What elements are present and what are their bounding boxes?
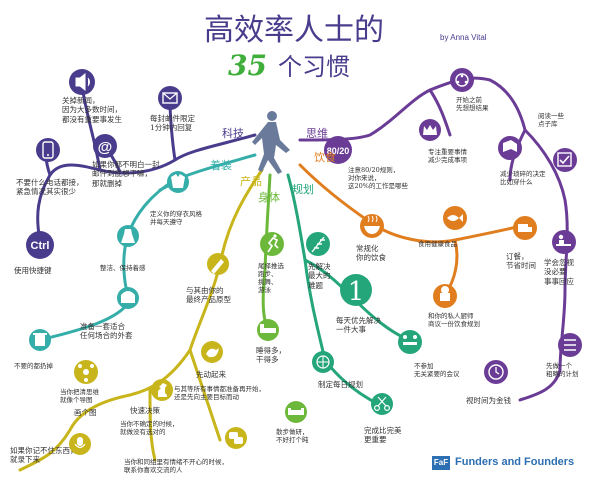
leaf-chef: 和你的私人厨师商议一份饮食规划 <box>428 312 480 329</box>
leaf-music-start: 开始之前先想想结果 <box>456 96 489 113</box>
pencil-icon <box>207 253 229 275</box>
dress-icon <box>117 225 139 247</box>
leaf-email-unclear: 如果你都不明白一封邮件到底想干嘛，那就删掉 <box>92 160 160 188</box>
branch-line-product-b <box>188 348 222 442</box>
ctrl-key-icon: Ctrl <box>26 231 54 259</box>
eighty-twenty-icon: 80/20 <box>324 136 352 164</box>
leaf-rough-plan: 先做一个粗略的计划 <box>546 362 579 379</box>
branch-line-food <box>298 163 527 244</box>
branch-label-tech: 科技 <box>222 127 244 140</box>
leaf-learn-ignore: 学会忽视没必要事事回应 <box>544 258 574 286</box>
leaf-order-food: 订餐，节省时间 <box>506 252 536 271</box>
branch-line-product-c <box>148 388 157 462</box>
svg-text:Ctrl: Ctrl <box>31 240 50 252</box>
chef-icon <box>433 284 457 308</box>
leaf-ideas-note: 与其等所有事情都准备再开始，还是先向主要目标而动 <box>174 385 265 402</box>
branch-label-planning: 规划 <box>292 183 314 196</box>
leaf-daily-plan: 制定每日规划 <box>318 380 363 389</box>
subtitle-text: 个习惯 <box>278 53 350 81</box>
running-icon <box>260 232 284 256</box>
leaf-trash: 不要的都扔掉 <box>14 362 53 370</box>
bed-icon <box>257 319 279 341</box>
hoodie-icon <box>117 287 139 309</box>
desk-person-icon <box>552 230 576 254</box>
branch-line-body <box>261 173 272 337</box>
branch-label-thinking: 思维 <box>306 127 328 140</box>
sofa-icon <box>285 401 307 423</box>
brand-name: Funders and Founders <box>455 456 575 468</box>
leaf-eat-regular: 常规化你的饮食 <box>356 244 386 263</box>
branch-label-body: 身体 <box>258 191 280 204</box>
brand-logo: FaF <box>432 456 450 470</box>
leaf-prepare-outfit: 准备一套适合任何场合的外套 <box>80 322 133 341</box>
leaf-decide-fast-note: 当你不确定的时候，就做没有选对的 <box>120 420 179 437</box>
leaf-focus: 专注重要事情减少完成事项 <box>428 148 467 165</box>
speaker-icon <box>69 69 95 95</box>
leaf-8020: 注意80/20规则，对你来说，这20%的工作是哪些 <box>348 166 408 191</box>
trash-icon <box>29 329 51 351</box>
leaf-walk-meeting: 散步做研，不好打个盹 <box>276 428 309 445</box>
meeting-icon <box>398 330 422 354</box>
leaf-one-task: 每天优先解决一件大事 <box>336 316 381 335</box>
leaf-shortcut: 使用快捷键 <box>14 266 52 275</box>
book-icon <box>498 136 522 160</box>
phone-icon <box>36 138 60 162</box>
branch-label-food: 饮食 <box>314 151 336 164</box>
branch-line-thinking-b <box>428 88 452 137</box>
byline: by Anna Vital <box>440 33 487 42</box>
list-icon <box>558 333 582 357</box>
scissors-icon <box>371 393 393 415</box>
branch-label-clothing: 着装 <box>210 159 232 172</box>
leaf-phone: 不要什么电话都接，紧急情况其实很少 <box>16 178 84 197</box>
leaf-news: 关掉新闻，因为大多数时间，都没有重要事发生 <box>62 96 122 124</box>
branch-label-product: 产品 <box>240 175 262 188</box>
number-one-icon: 1 <box>340 274 372 307</box>
leaf-record: 如果你记不住东西，就录下来 <box>10 446 78 465</box>
leaf-reduce-decisions: 减少琐碎的决定比如穿什么 <box>500 170 546 187</box>
leaf-exercise: 尾择推选跑步、挑舞、游泳 <box>258 262 284 295</box>
jacket-icon <box>167 171 189 193</box>
leaf-decide-fast: 快速决策 <box>130 406 160 415</box>
fish-icon <box>443 206 467 230</box>
leaf-mood-ask: 当你和同组里有情绪不开心的时候，联系你喜欢交流的人 <box>124 458 228 475</box>
microphone-icon <box>69 433 91 455</box>
basketball-icon <box>312 351 334 373</box>
bird-icon <box>201 341 223 363</box>
subtitle-number: 35 <box>228 49 267 82</box>
leaf-neat: 整洁、保持着感 <box>100 264 146 272</box>
leaf-dress-style: 定义你的穿衣风格并每天遵守 <box>150 210 202 227</box>
ladder-icon <box>306 232 330 256</box>
leaf-picture: 画个图 <box>74 408 97 417</box>
leaf-healthy: 食用健康食品 <box>418 240 457 248</box>
leaf-finish-first: 完成比完美更重要 <box>364 426 402 445</box>
chat-bubbles-icon <box>225 427 247 449</box>
leaf-mindmap: 当你把清思维就像个导图 <box>60 388 99 405</box>
svg-text:1: 1 <box>348 277 365 307</box>
page-title: 高效率人士的 <box>204 13 384 48</box>
email-icon: @ <box>93 134 117 158</box>
leaf-read-book: 阅读一些点子库 <box>538 112 564 129</box>
crown-icon <box>419 119 441 141</box>
branch-line-product <box>18 168 264 472</box>
clock-icon <box>484 360 508 384</box>
leaf-time-money: 视时间为金钱 <box>466 396 511 405</box>
chess-knight-icon <box>151 379 173 401</box>
runner-icon <box>252 111 290 174</box>
svg-text:80/20: 80/20 <box>327 146 350 156</box>
checklist-icon <box>553 148 577 172</box>
leaf-launch-first: 先动起来 <box>196 370 226 379</box>
bowl-icon <box>360 214 384 238</box>
envelope-clock-icon <box>158 86 182 110</box>
leaf-no-meeting: 不参加无关紧要的会议 <box>414 362 460 379</box>
leaf-sleep: 睡得多，干得多 <box>256 346 286 365</box>
film-reel-icon <box>450 68 474 92</box>
leaf-solve-first: 先解决最大的难题 <box>308 262 331 290</box>
svg-text:@: @ <box>98 139 113 156</box>
delivery-icon <box>513 216 537 240</box>
network-icon <box>74 360 98 384</box>
leaf-prototype: 与其由你的最终产品原型 <box>186 286 231 305</box>
